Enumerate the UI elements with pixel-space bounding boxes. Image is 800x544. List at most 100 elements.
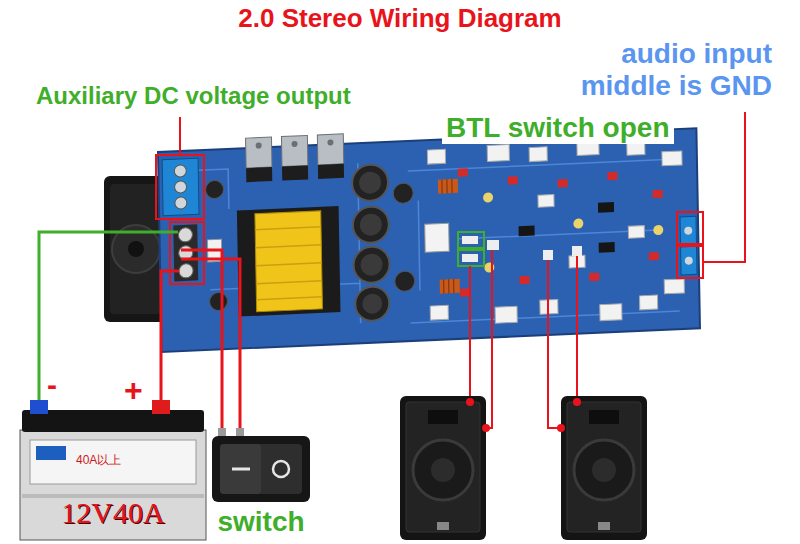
chip [519, 225, 535, 236]
callout-text: BTL switch open [442, 112, 674, 144]
leader-line [703, 112, 745, 262]
power-wire [39, 232, 178, 400]
small-capacitor [653, 225, 663, 235]
film-capacitor [664, 279, 684, 294]
speaker-cabinet [567, 402, 641, 532]
inductor [444, 279, 454, 293]
filter-capacitor [362, 293, 382, 314]
heatsink [318, 164, 344, 179]
resistor [653, 190, 663, 198]
small-component [209, 292, 227, 311]
transformer [237, 206, 341, 316]
off-symbol [273, 461, 289, 477]
aux-terminal [162, 158, 199, 216]
heatsink [327, 139, 333, 145]
speaker-cabinet [561, 396, 647, 540]
resistor [519, 276, 529, 284]
film-capacitor [487, 145, 509, 162]
callout-text: Auxiliary DC voltage output [36, 82, 351, 110]
aux-terminal [174, 181, 186, 194]
negative-terminal [30, 400, 48, 414]
switch-rocker [220, 444, 302, 494]
audio-input-terminal [680, 216, 696, 245]
film-capacitor [427, 135, 685, 328]
cooling-fan [128, 241, 144, 257]
wire-joint [482, 424, 490, 432]
resistor [458, 168, 468, 176]
brand-mark [36, 446, 66, 460]
small-capacitor [483, 185, 664, 273]
filter-capacitor [352, 164, 389, 202]
battery-rating: 12V40A [61, 496, 164, 531]
heatsink [317, 134, 343, 165]
heatsink [246, 137, 272, 168]
heatsink [246, 134, 344, 182]
wire-joint [466, 398, 474, 406]
speaker-wire [576, 256, 578, 400]
film-capacitor [427, 149, 445, 164]
heatsink [256, 142, 262, 148]
positive-terminal [152, 400, 170, 414]
battery-lid [22, 410, 204, 432]
relay [425, 223, 449, 252]
aux-terminal [174, 165, 186, 178]
speaker-cabinet [574, 440, 634, 500]
filter-capacitor [355, 286, 390, 321]
filter-capacitor [353, 246, 390, 284]
speaker-cabinet [400, 396, 486, 540]
speaker-terminal [462, 236, 478, 244]
power-wire [161, 271, 179, 400]
filter-capacitor [360, 213, 382, 236]
film-capacitor [538, 195, 554, 208]
speaker-cabinet [406, 402, 480, 532]
polarity-sign: + [124, 372, 143, 409]
battery-sticker [30, 440, 196, 484]
filter-capacitor [352, 163, 416, 322]
speaker-wire [469, 266, 471, 400]
battery-case [20, 430, 206, 540]
on-symbol [232, 468, 250, 471]
leader-line [180, 112, 745, 262]
cooling-fan [110, 184, 162, 314]
chip [598, 202, 614, 213]
film-capacitor [640, 295, 658, 310]
power-terminal [179, 264, 193, 279]
pcb-trace [198, 149, 679, 332]
filter-capacitor [360, 253, 382, 276]
wire-joint [573, 398, 581, 406]
speaker-cabinet [589, 410, 619, 424]
inductor [440, 279, 460, 294]
filter-capacitor [395, 271, 415, 292]
battery: 40A以上12V40A [18, 398, 208, 542]
speaker-cabinet [592, 458, 616, 482]
speaker-cabinet [561, 396, 647, 540]
inductor [438, 179, 458, 194]
power-wire [39, 232, 240, 432]
highlight-box [677, 212, 703, 244]
speaker-terminal [543, 250, 553, 260]
speaker-terminal [572, 246, 582, 256]
diagram-title: 2.0 Stereo Wiring Diagram [0, 4, 800, 34]
wire-joint [557, 424, 565, 432]
film-capacitor [628, 226, 644, 239]
btl-jumper-box [458, 232, 484, 266]
speaker-cabinet [431, 458, 455, 482]
speaker-terminal [487, 240, 499, 250]
power-wire [181, 259, 240, 432]
heatsink [282, 165, 308, 180]
speaker-wire [486, 250, 492, 428]
film-capacitor [529, 147, 547, 162]
speaker-cabinet [598, 522, 610, 530]
resistor [458, 160, 665, 297]
filter-capacitor [353, 206, 390, 244]
film-capacitor [430, 305, 448, 320]
heatsink [292, 141, 298, 147]
callout-text: audio input middle is GND [560, 38, 772, 102]
heatsink [281, 135, 307, 166]
relay [425, 223, 449, 252]
filter-capacitor [359, 171, 381, 194]
resistor [460, 288, 470, 296]
resistor [649, 252, 659, 260]
transformer [255, 227, 322, 300]
